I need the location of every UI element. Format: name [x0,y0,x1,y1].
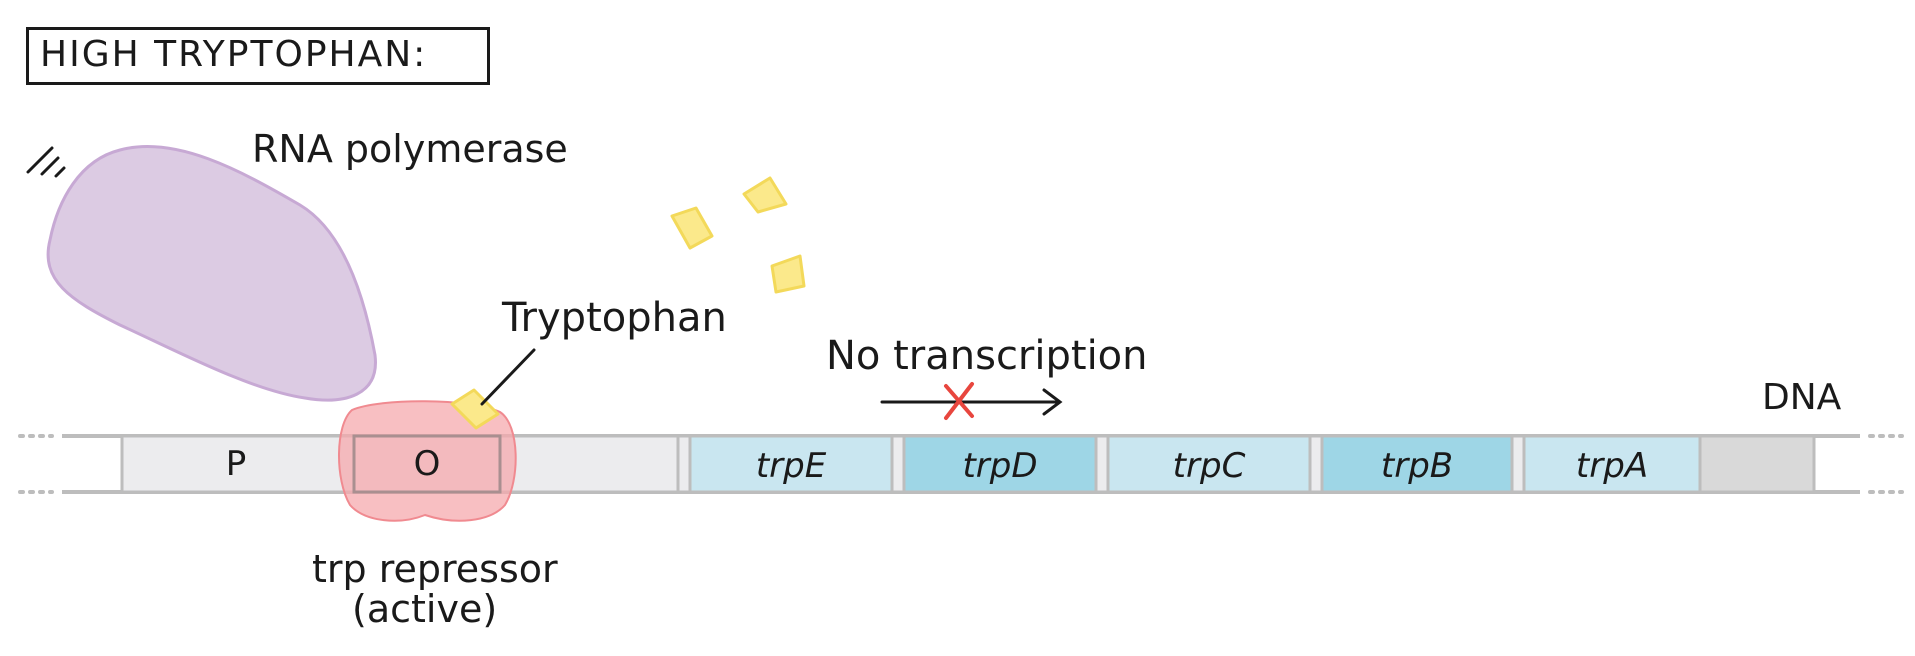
rna-polymerase-label: RNA polymerase [252,127,568,171]
spacer-2 [890,434,906,494]
spacer-1 [676,434,692,494]
no-transcription-label: No transcription [826,333,1148,379]
tryptophan-molecule-1 [670,206,714,250]
gene-trpA-box [1522,434,1702,494]
tryptophan-pointer [480,348,536,406]
gene-trpD-label: trpD [962,446,1038,486]
block-x-icon [944,382,974,420]
gene-trpE-label: trpE [755,446,827,486]
operator-box [352,434,502,494]
gene-trpD-box [902,434,1098,494]
page-title: HIGH TRYPTOPHAN: [40,34,428,75]
spacer-5 [1510,434,1526,494]
rna-polymerase-shape [46,145,377,402]
transcription-arrow-icon [880,388,1063,416]
tryptophan-molecule-3 [770,254,806,294]
tryptophan-molecule-bound [450,388,500,430]
repressor-state-label: (active) [352,587,498,631]
operator-label: O [413,444,441,484]
dna-label: DNA [1762,377,1842,418]
gene-trpB-label: trpB [1380,446,1454,486]
repressor-label: trp repressor [312,547,558,591]
gene-trpA-label: trpA [1575,446,1649,486]
dna-end-block [1698,434,1816,494]
motion-marks-icon [26,146,66,178]
tryptophan-label: Tryptophan [502,295,727,341]
title-box [26,27,490,85]
promoter-label: P [225,444,247,484]
gene-trpC-box [1106,434,1312,494]
tryptophan-molecule-2 [742,176,788,214]
spacer-4 [1308,434,1324,494]
tryptophan-molecules [450,176,806,430]
gene-trpC-label: trpC [1172,446,1246,486]
spacer-3 [1094,434,1110,494]
